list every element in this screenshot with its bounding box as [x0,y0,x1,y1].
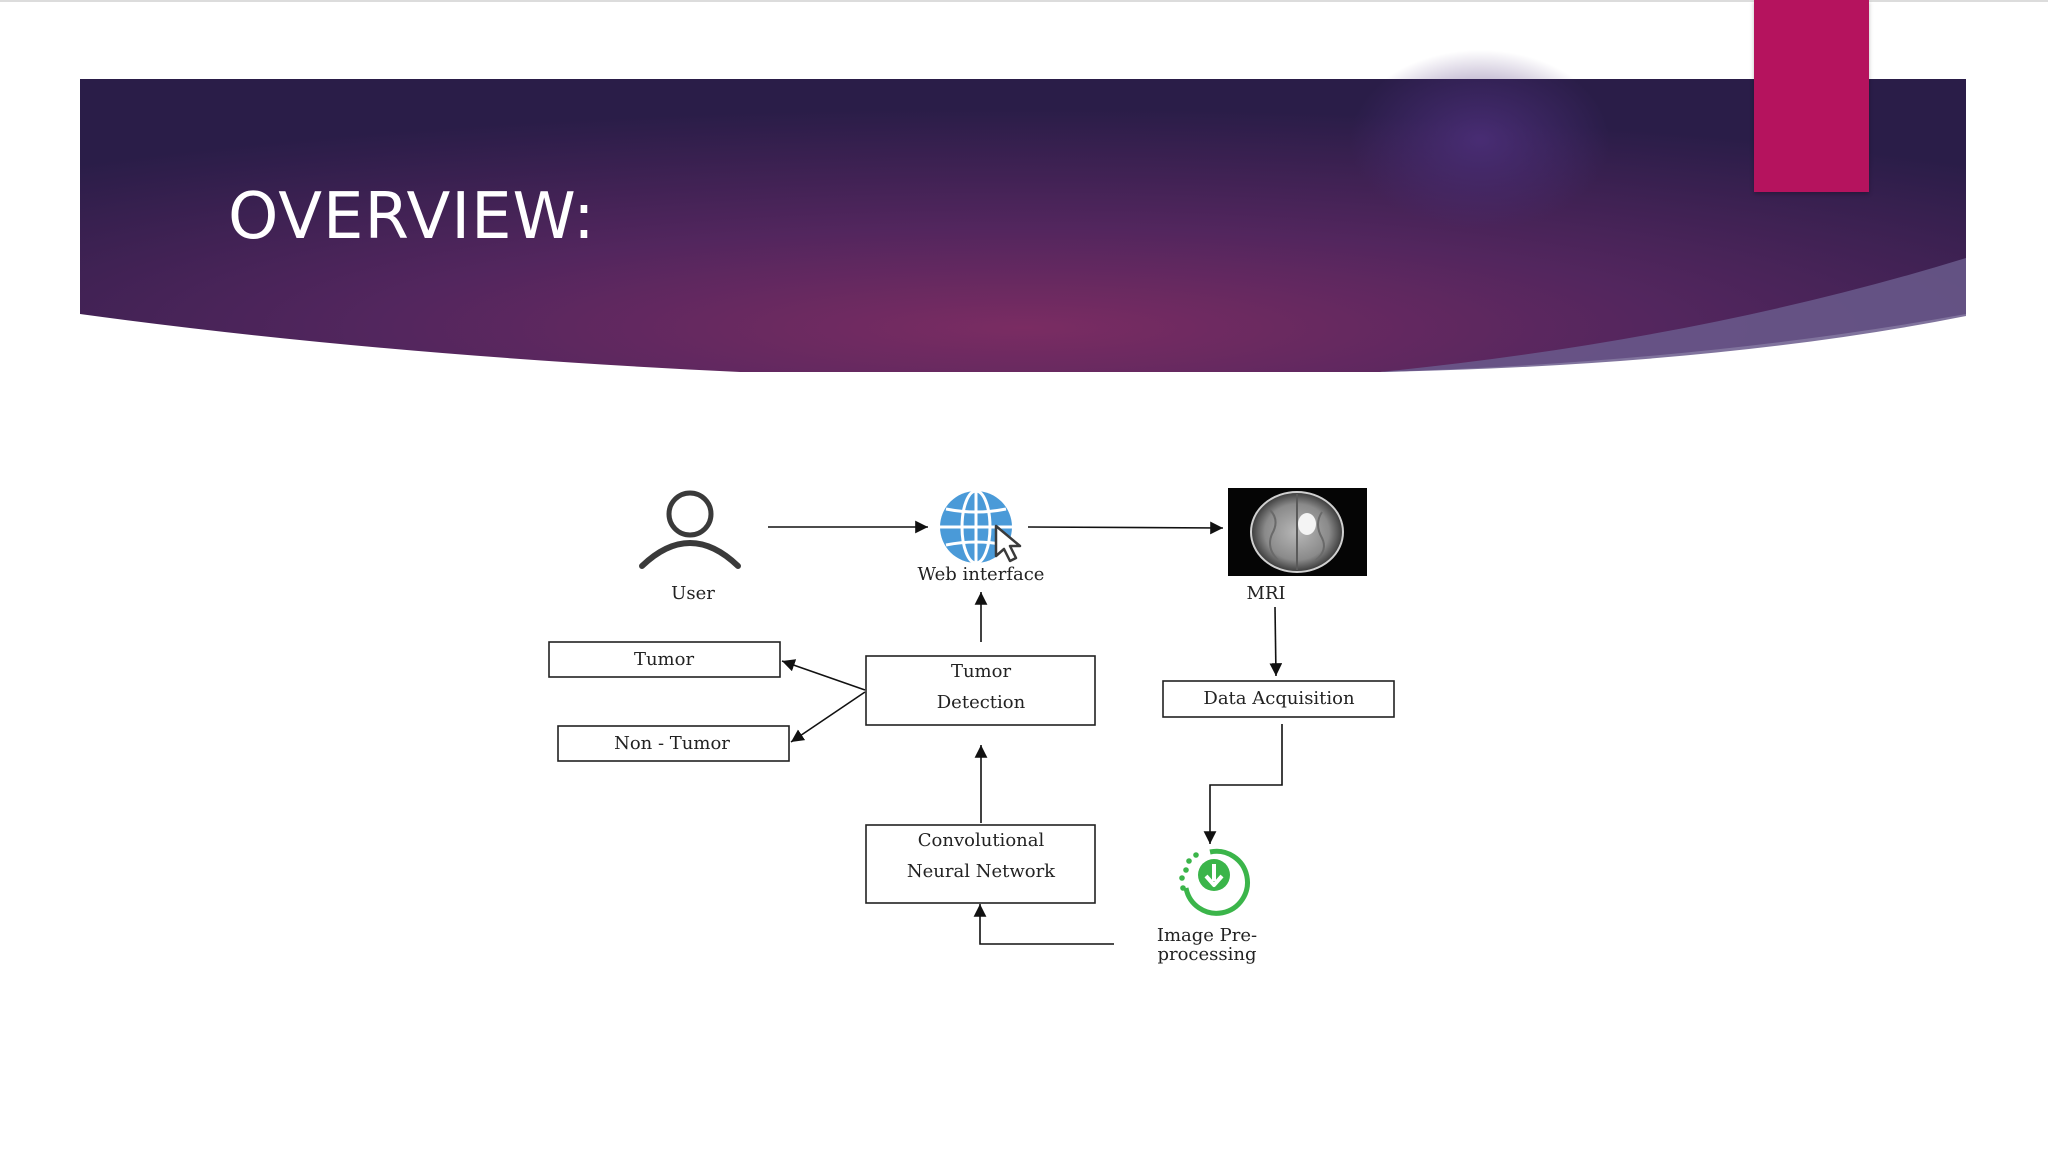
mri-label: MRI [1246,583,1285,604]
brain-mri-image [1228,488,1367,576]
globe-cursor-icon [940,489,1022,565]
title-banner [80,50,1966,372]
data-acquisition-node: Data Acquisition [1162,680,1395,718]
user-label: User [671,583,715,604]
arrow-mri-to-data-acquisition [1269,606,1283,677]
cnn-label-line1: Convolutional [918,830,1045,851]
slide-top-border [0,0,2048,2]
arrow-web-to-mri [1027,521,1224,535]
arrow-data-acquisition-to-preprocessing [1203,724,1283,844]
non-tumor-node: Non - Tumor [557,725,790,762]
arrow-preprocessing-to-cnn [973,904,1114,945]
preprocessing-label-line2: processing [1157,944,1256,965]
tumor-detection-label-line2: Detection [937,692,1026,713]
web-interface-label: Web interface [918,564,1045,585]
tumor-detection-label-line1: Tumor [951,661,1012,682]
user-icon [639,490,741,569]
tumor-label: Tumor [634,649,695,670]
preprocessing-label-line1: Image Pre- [1157,925,1257,946]
non-tumor-label: Non - Tumor [614,733,730,754]
slide-title: OVERVIEW: [228,180,596,254]
arrow-tumor-detection-to-tumor [781,659,866,691]
cnn-label-line2: Neural Network [907,861,1056,882]
arrow-tumor-detection-to-non-tumor [790,691,866,743]
tumor-detection-node: Tumor Detection [865,655,1096,726]
data-acquisition-label: Data Acquisition [1203,688,1355,709]
download-circle-icon [1179,848,1250,916]
accent-tab [1754,0,1869,192]
cnn-node: Convolutional Neural Network [865,824,1096,904]
tumor-node: Tumor [548,641,781,678]
